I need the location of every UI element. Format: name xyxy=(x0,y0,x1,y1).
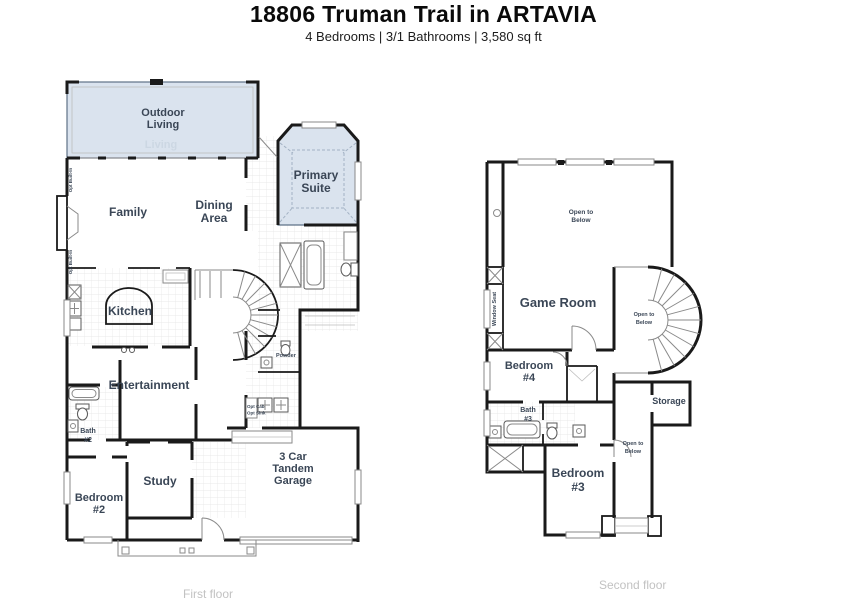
spiral-staircase xyxy=(194,269,279,361)
open-below-hall-label-2: Below xyxy=(625,449,642,455)
bath3-label-2: #3 xyxy=(524,416,532,423)
second-floor-plan: Open to Below Game Room Open to Below Wi… xyxy=(483,158,703,539)
mud-room-fixtures xyxy=(245,397,289,419)
bedroom2-label-2: #2 xyxy=(93,504,105,516)
dining-label-2: Area xyxy=(201,211,228,225)
opt-builtin-top-label: Opt Built-In xyxy=(68,168,73,193)
open-below-main-label-2: Below xyxy=(571,217,591,224)
open-below-stair-label-2: Below xyxy=(636,320,653,326)
open-below-hall-label: Open to xyxy=(623,441,644,447)
family-label: Family xyxy=(109,205,147,219)
bath2-fixtures xyxy=(67,386,100,433)
bath3-fixtures xyxy=(486,420,586,473)
bedroom4-label-2: #4 xyxy=(523,372,536,384)
bath2-label: Bath xyxy=(80,428,96,435)
powder-room-fixtures xyxy=(258,335,301,373)
second-floor-caption: Second floor xyxy=(599,578,667,592)
second-floor-doors xyxy=(571,325,632,458)
powder-label: Powder xyxy=(276,353,297,359)
first-floor-windows xyxy=(63,299,362,544)
garage-label-3: Garage xyxy=(274,475,312,487)
opt-sink-label: Opt Sink xyxy=(247,411,266,416)
primary-suite-area xyxy=(276,121,362,227)
bedroom2-label: Bedroom xyxy=(75,492,124,504)
bedroom3-label: Bedroom xyxy=(552,466,605,480)
outdoor-living-area xyxy=(65,79,260,160)
first-floor-caption: First floor xyxy=(183,587,234,601)
first-floor-plan: Outdoor Living Living Opt Built-In Opt B… xyxy=(56,79,362,557)
kitchen-island xyxy=(105,287,153,353)
primary-suite-label: Primary xyxy=(294,168,339,182)
bedroom3-label-2: #3 xyxy=(571,480,585,494)
second-floor-walls xyxy=(485,158,692,537)
primary-bath-fixtures xyxy=(279,231,359,290)
bedroom4-closet xyxy=(552,351,598,402)
watermark-text: Living xyxy=(145,139,177,151)
outdoor-living-label-2: Living xyxy=(147,119,179,131)
window-seat-nook xyxy=(483,266,504,351)
kitchen-label: Kitchen xyxy=(108,304,152,318)
garage-door xyxy=(239,536,353,545)
rear-porch-below xyxy=(601,515,662,537)
bedroom4-label: Bedroom xyxy=(505,360,554,372)
kitchen-appliances xyxy=(67,269,189,331)
open-below-main-label: Open to xyxy=(569,209,594,216)
page-subtitle: 4 Bedrooms | 3/1 Bathrooms | 3,580 sq ft xyxy=(305,29,542,44)
primary-suite-label-2: Suite xyxy=(301,181,331,195)
study-label: Study xyxy=(143,474,177,488)
bath3-label: Bath xyxy=(520,407,536,414)
entertainment-label: Entertainment xyxy=(109,378,190,392)
dining-label: Dining xyxy=(195,198,232,212)
open-below-stair-label: Open to xyxy=(634,312,655,318)
page-title: 18806 Truman Trail in ARTAVIA xyxy=(250,1,597,27)
window-seat-label: Window Seat xyxy=(492,292,498,326)
storage-label: Storage xyxy=(652,396,686,406)
outdoor-living-label: Outdoor xyxy=(141,107,185,119)
opt-cab-label: Opt Cab xyxy=(247,404,265,409)
fireplace xyxy=(56,195,79,251)
game-room-label: Game Room xyxy=(520,295,597,310)
curved-staircase xyxy=(614,265,703,375)
garage-label-2: Tandem xyxy=(272,463,314,475)
page-header: 18806 Truman Trail in ARTAVIA 4 Bedrooms… xyxy=(0,0,847,44)
opt-builtin-bottom-label: Opt Built-In xyxy=(68,250,73,275)
front-porch xyxy=(117,517,257,557)
first-floor-labels: Outdoor Living Living Opt Built-In Opt B… xyxy=(68,107,339,516)
second-floor-labels: Open to Below Game Room Open to Below Wi… xyxy=(492,209,686,494)
second-floor-windows xyxy=(483,361,601,539)
garage-storage-nook xyxy=(231,430,293,444)
garage-label: 3 Car xyxy=(279,451,307,463)
bath2-label-2: #2 xyxy=(84,437,92,444)
